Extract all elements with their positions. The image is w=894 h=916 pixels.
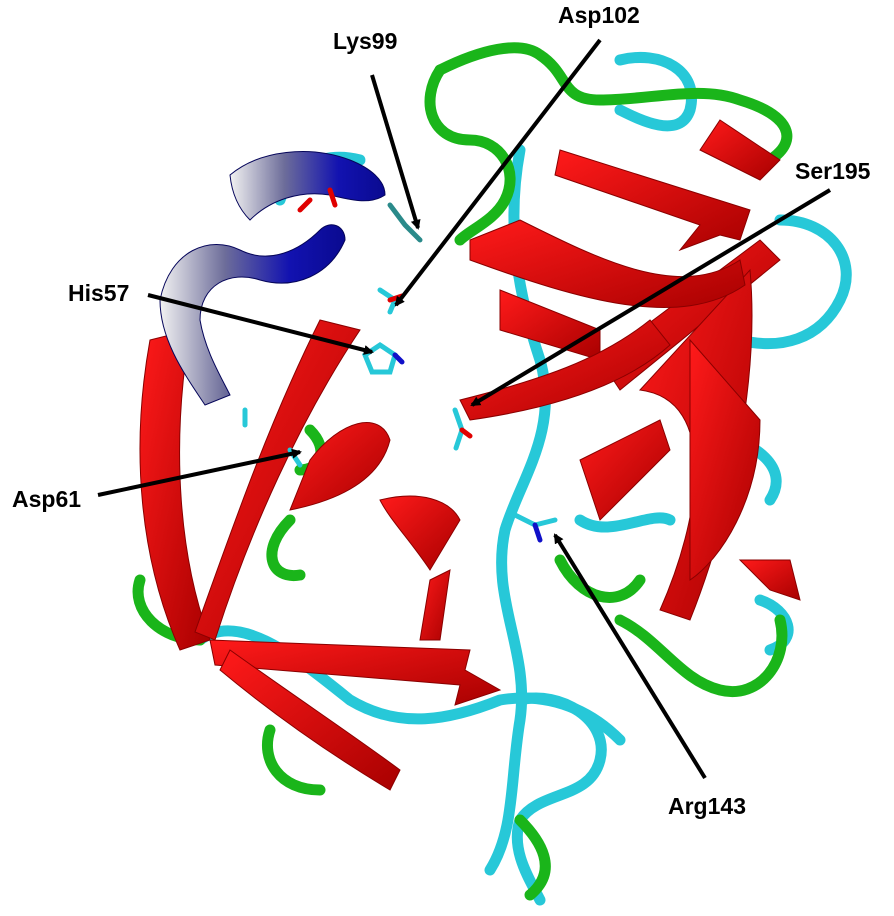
arrow-asp61 (97, 448, 302, 497)
side-chains (242, 187, 558, 543)
arrow-lys99 (370, 74, 421, 230)
beta-strands (139, 119, 801, 791)
label-arg143: Arg143 (668, 793, 746, 819)
label-asp61: Asp61 (12, 486, 82, 512)
label-ser195: Ser195 (795, 158, 871, 184)
arrow-asp102 (394, 38, 602, 307)
arrow-ser195 (470, 188, 832, 407)
label-lys99: Lys99 (333, 28, 398, 54)
arrow-arg143 (553, 533, 707, 780)
label-his57: His57 (68, 280, 130, 306)
arrow-his57 (147, 293, 374, 355)
alpha-helix (159, 151, 386, 406)
turn-regions (132, 42, 793, 901)
annotation-arrows (97, 38, 832, 780)
label-asp102: Asp102 (558, 2, 640, 28)
